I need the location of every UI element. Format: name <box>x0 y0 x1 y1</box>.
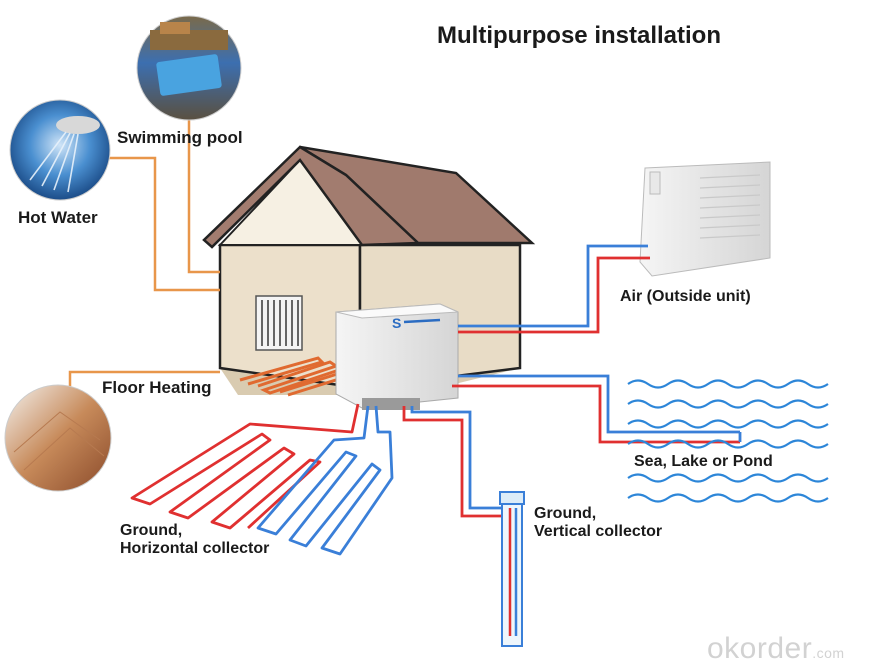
label-vertical-line-2: Vertical collector <box>534 523 663 541</box>
label-horizontal-line-2: Horizontal collector <box>120 540 270 558</box>
watermark-main: okorder <box>707 632 813 665</box>
label-sea-lake-pond: Sea, Lake or Pond <box>634 453 773 470</box>
water-pipes <box>452 374 742 444</box>
floor-heating-photo <box>4 384 112 492</box>
air-unit-pipes <box>458 244 650 334</box>
outside-air-unit <box>639 161 771 277</box>
label-swimming-pool: Swimming pool <box>117 128 243 147</box>
label-vertical-line-1: Ground, <box>534 505 597 522</box>
unit-logo: S <box>392 315 401 331</box>
label-hot-water: Hot Water <box>18 208 98 227</box>
vertical-collector <box>402 406 525 647</box>
label-floor-heating: Floor Heating <box>102 378 212 397</box>
watermark-suffix: .com <box>812 645 845 661</box>
swimming-pool-photo <box>136 15 242 121</box>
heat-pump-unit: S <box>335 303 459 410</box>
hot-water-photo <box>9 99 111 201</box>
water-waves <box>627 379 829 503</box>
label-air-outside-unit: Air (Outside unit) <box>620 288 751 305</box>
house-roof-front <box>202 145 422 249</box>
watermark: okorder.com <box>707 632 845 666</box>
label-horizontal-line-1: Ground, <box>120 522 183 539</box>
horizontal-collector <box>130 403 394 556</box>
label-vertical-collector: Ground, Vertical collector <box>534 505 662 542</box>
diagram-title: Multipurpose installation <box>437 22 722 49</box>
label-horizontal-collector: Ground, Horizontal collector <box>120 522 269 559</box>
